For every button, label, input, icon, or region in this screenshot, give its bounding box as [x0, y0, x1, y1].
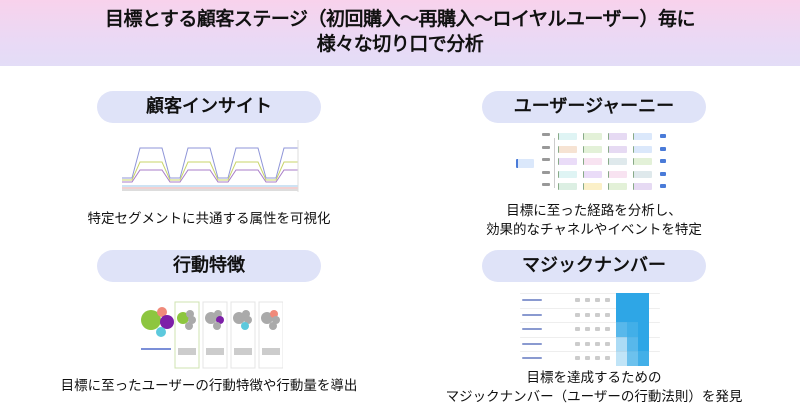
heatmap-cell-highlight: [638, 351, 649, 366]
header-title-line1: 目標とする顧客ステージ（初回購入～再購入～ロイヤルユーザー）毎に: [104, 8, 696, 30]
heatmap-row-label: [522, 299, 542, 301]
journey-step: [608, 170, 627, 178]
heatmap-cell: [585, 341, 590, 346]
journey-step: [633, 170, 652, 178]
heatmap-cell: [575, 356, 580, 360]
user-journey-flow-thumbnail: [512, 130, 672, 196]
heatmap-row-label: [522, 328, 542, 330]
behavior-features-bubble-thumbnail: [141, 301, 283, 369]
journey-end: [660, 171, 666, 176]
journey-step: [633, 145, 652, 153]
description-line: 目標を達成するための: [526, 370, 662, 386]
heatmap-cell-highlight: [638, 322, 649, 337]
journey-step: [608, 133, 627, 140]
description-line: 目標に至った経路を分析し、: [506, 203, 682, 219]
journey-step: [608, 145, 627, 153]
journey-step: [583, 133, 602, 140]
heatmap-cell: [585, 312, 590, 317]
heatmap-cell: [605, 356, 610, 360]
heatmap-cell-highlight: [627, 307, 638, 322]
customer-insight-description: 特定セグメントに共通する属性を可視化: [29, 210, 389, 229]
heatmap-row-divider: [520, 336, 660, 338]
chart-line: [122, 161, 298, 181]
journey-end: [660, 134, 666, 138]
journey-end: [660, 159, 666, 163]
journey-step: [583, 170, 602, 178]
heatmap-cell-highlight: [616, 293, 627, 308]
section-title-user-journey: ユーザージャーニー: [482, 91, 706, 123]
heatmap-cell: [585, 298, 590, 302]
journey-step-label: [542, 158, 550, 161]
heatmap-row-label: [522, 342, 542, 345]
heatmap-cell: [595, 327, 600, 331]
heatmap-cell: [595, 312, 600, 317]
journey-step: [608, 183, 627, 190]
heatmap-cell: [605, 327, 610, 331]
heatmap-cell-highlight: [616, 322, 627, 337]
heatmap-cell-highlight: [616, 336, 627, 351]
heatmap-cell: [585, 327, 590, 331]
journey-step: [558, 170, 577, 178]
journey-step-label: [542, 183, 550, 186]
heatmap-cell: [595, 341, 600, 346]
heatmap-cell: [575, 327, 580, 331]
heatmap-row-divider: [520, 351, 660, 352]
heatmap-cell: [575, 341, 580, 346]
user-journey-description: 目標に至った経路を分析し、 効果的なチャネルやイベントを特定: [414, 202, 774, 240]
journey-step-label: [542, 170, 550, 174]
section-title-behavior-features: 行動特徴: [97, 250, 321, 282]
journey-step: [558, 183, 577, 190]
section-title-magic-number: マジックナンバー: [482, 250, 706, 282]
journey-step-label: [542, 133, 550, 136]
heatmap-row-label: [522, 313, 542, 316]
description-line: マジックナンバー（ユーザーの行動法則）を発見: [445, 389, 743, 405]
description-line: 効果的なチャネルやイベントを特定: [486, 222, 702, 238]
heatmap-cell-highlight: [616, 307, 627, 322]
journey-end: [660, 184, 666, 188]
description-line: 特定セグメントに共通する属性を可視化: [87, 211, 331, 227]
chart-line: [122, 147, 298, 179]
heatmap-cell: [605, 312, 610, 317]
customer-insight-line-chart-thumbnail: [122, 140, 299, 192]
description-line: 目標に至ったユーザーの行動特徴や行動量を導出: [60, 378, 358, 394]
heatmap-cell-highlight: [638, 307, 649, 322]
heatmap-cell-highlight: [638, 336, 649, 351]
heatmap-cell: [605, 341, 610, 346]
page-header: 目標とする顧客ステージ（初回購入～再購入～ロイヤルユーザー）毎に 様々な切り口で…: [0, 0, 800, 66]
magic-number-heatmap-thumbnail: [520, 293, 660, 366]
journey-step: [558, 133, 577, 140]
heatmap-cell: [595, 298, 600, 302]
header-title-line2: 様々な切り口で分析: [316, 33, 484, 55]
heatmap-cell-highlight: [638, 293, 649, 308]
journey-step: [633, 133, 652, 140]
heatmap-cell: [575, 298, 580, 302]
journey-step: [608, 158, 627, 165]
journey-step-label: [542, 145, 550, 149]
behavior-features-description: 目標に至ったユーザーの行動特徴や行動量を導出: [29, 377, 389, 396]
magic-number-description: 目標を達成するための マジックナンバー（ユーザーの行動法則）を発見: [414, 369, 774, 407]
heatmap-row-divider: [520, 322, 660, 323]
journey-step: [583, 158, 602, 165]
journey-end: [660, 146, 666, 151]
journey-step: [558, 158, 577, 165]
heatmap-cell: [585, 356, 590, 360]
heatmap-cell-highlight: [627, 293, 638, 308]
chart-line: [122, 169, 298, 183]
journey-step: [633, 183, 652, 190]
heatmap-row-divider: [520, 293, 660, 294]
heatmap-cell-highlight: [627, 351, 638, 366]
heatmap-cell-highlight: [627, 336, 638, 351]
journey-step: [583, 183, 602, 190]
journey-step: [558, 145, 577, 153]
heatmap-row-divider: [520, 307, 660, 309]
heatmap-cell: [595, 356, 600, 360]
heatmap-cell-highlight: [616, 351, 627, 366]
section-title-customer-insight: 顧客インサイト: [97, 91, 321, 123]
heatmap-cell: [575, 312, 580, 317]
heatmap-cell: [605, 298, 610, 302]
journey-step: [633, 158, 652, 165]
journey-step: [583, 145, 602, 153]
heatmap-row-label: [522, 357, 542, 359]
heatmap-cell-highlight: [627, 322, 638, 337]
